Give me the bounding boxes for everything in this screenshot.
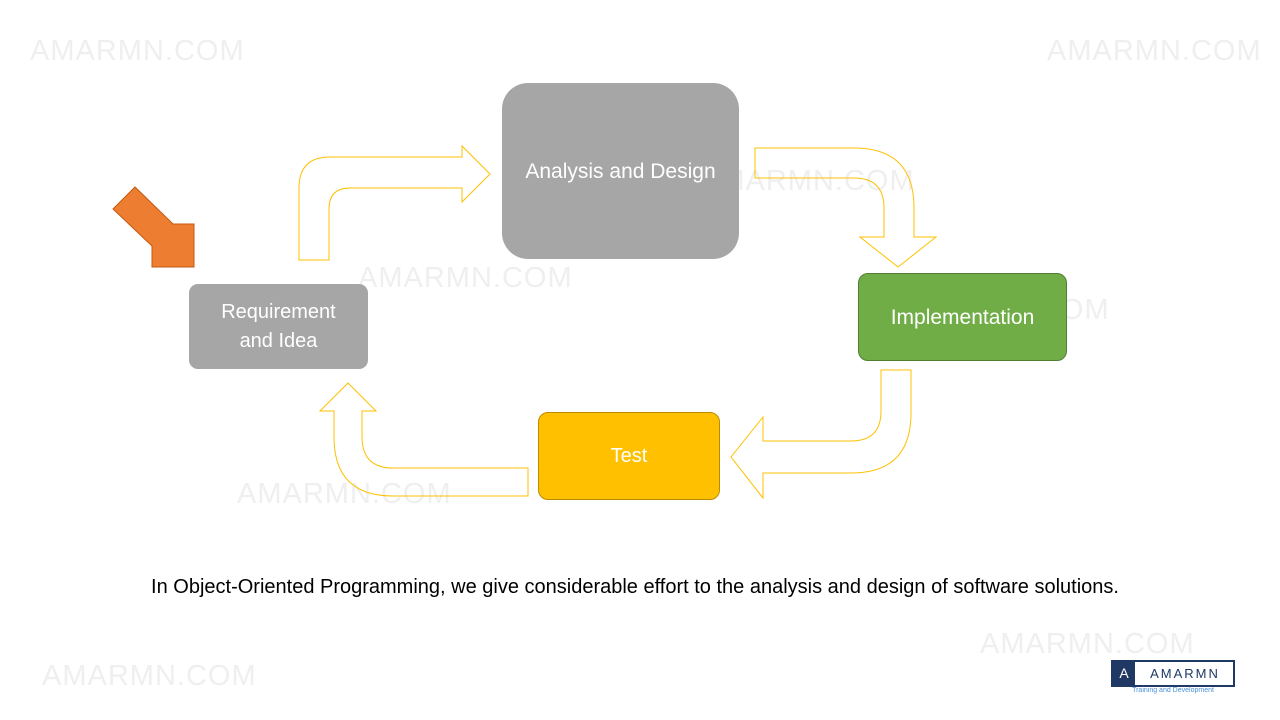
implementation-label: Implementation bbox=[890, 305, 1035, 329]
cycle-arrow-to-analysis bbox=[298, 144, 491, 261]
watermark: AMARMN.COM bbox=[237, 478, 452, 510]
test-node: Test bbox=[538, 412, 720, 500]
analysis-design-node: Analysis and Design bbox=[502, 83, 739, 259]
entry-arrow bbox=[112, 186, 195, 268]
cycle-arrow-to-implementation bbox=[754, 147, 938, 268]
watermark: AMARMN.COM bbox=[42, 660, 257, 692]
analysis-design-label: Analysis and Design bbox=[525, 159, 716, 183]
watermark: AMARMN.COM bbox=[980, 628, 1195, 660]
implementation-node: Implementation bbox=[858, 273, 1067, 361]
cycle-arrow-to-test bbox=[730, 369, 912, 500]
logo-tagline: Training and Development bbox=[1132, 687, 1214, 694]
watermark: AMARMN.COM bbox=[1047, 35, 1262, 67]
logo-letter: A bbox=[1113, 662, 1135, 685]
brand-logo: A AMARMN bbox=[1111, 660, 1235, 687]
test-label: Test bbox=[610, 444, 648, 467]
requirement-idea-node: Requirement and Idea bbox=[189, 284, 368, 369]
logo-name: AMARMN bbox=[1150, 666, 1220, 681]
cycle-arrow-to-requirement bbox=[318, 382, 529, 497]
watermark: AMARMN.COM bbox=[30, 35, 245, 67]
slide-caption: In Object-Oriented Programming, we give … bbox=[151, 576, 1119, 598]
watermark: AMARMN.COM bbox=[358, 262, 573, 294]
requirement-idea-label: Requirement and Idea bbox=[221, 300, 336, 352]
